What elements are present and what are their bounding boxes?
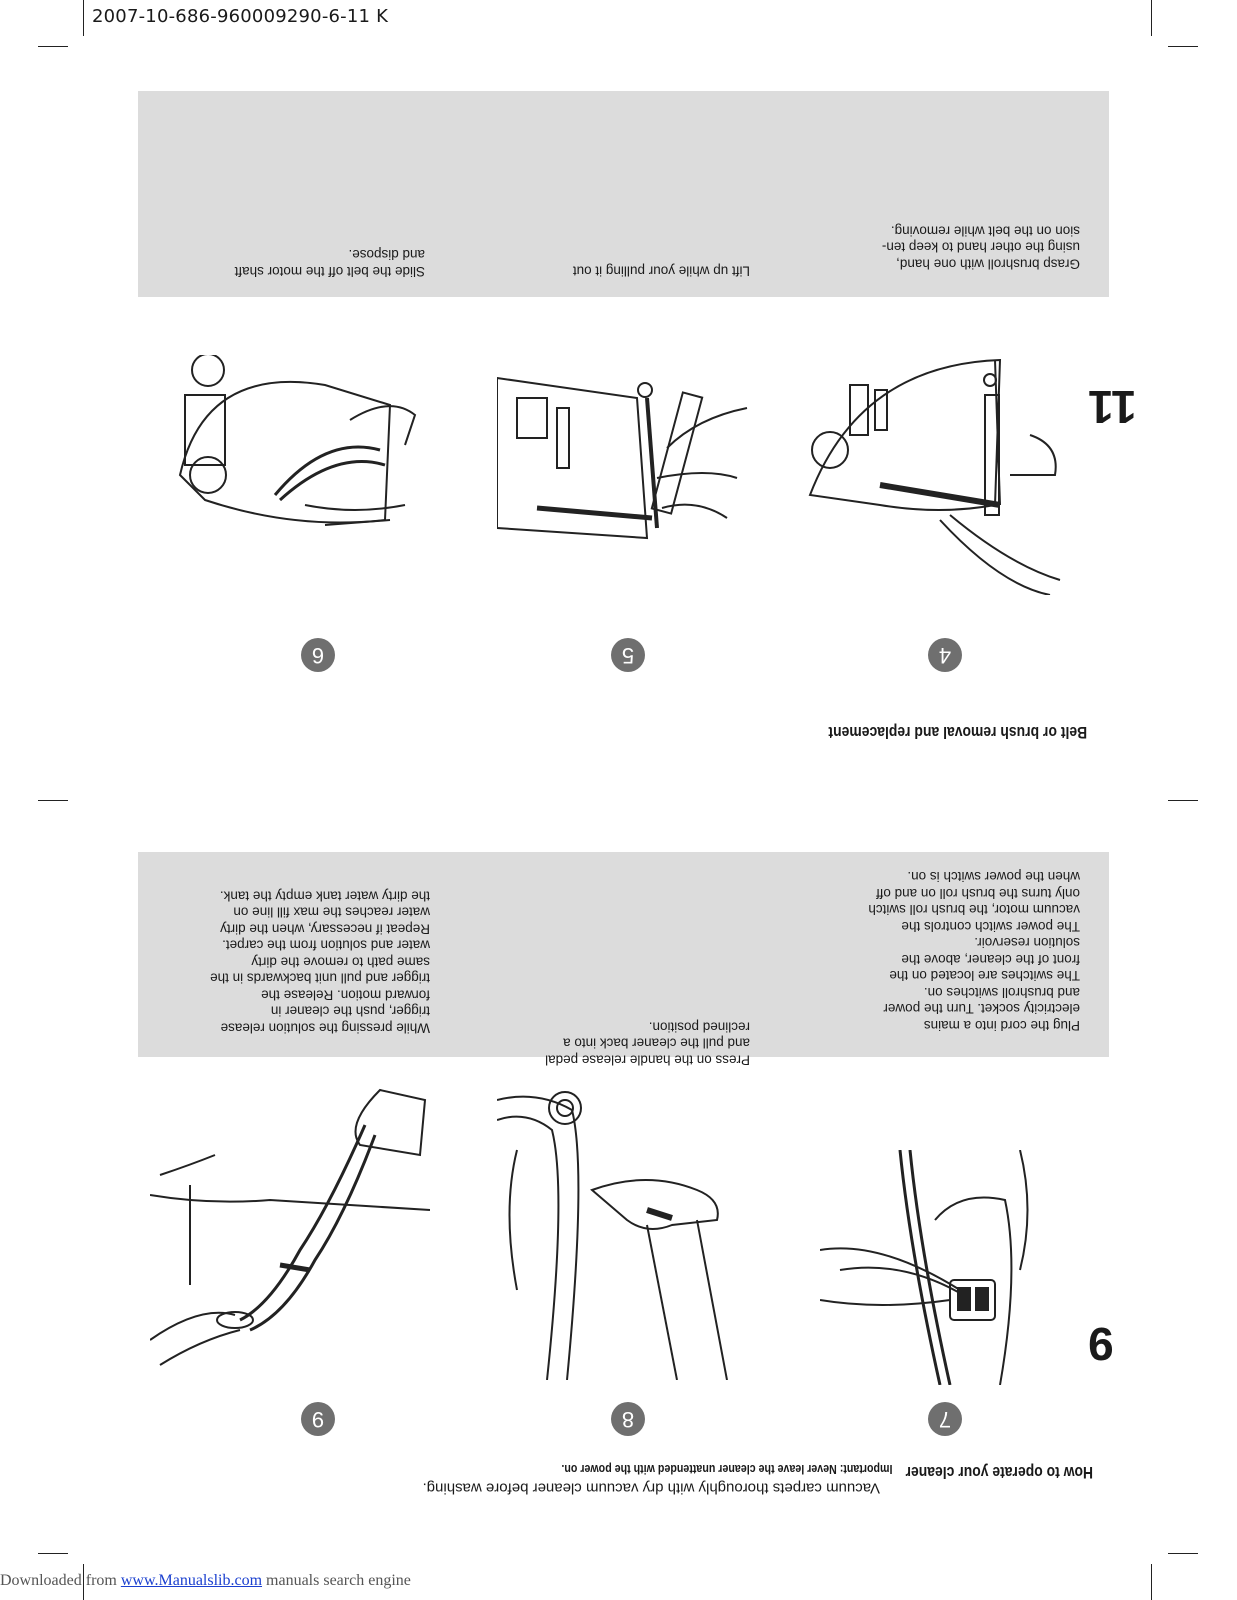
step-number-5: 5 [611, 638, 645, 672]
page-number-11: 11 [1088, 381, 1137, 433]
section-heading-belt: Belt or brush removal and replacement [828, 723, 1088, 742]
section-heading-operate: How to operate your cleaner [905, 1463, 1094, 1482]
document-code: 2007-10-686-960009290-6-11 K [92, 6, 389, 27]
important-note: Important: Never leave the cleaner unatt… [561, 1462, 893, 1477]
crop-mark [1151, 1564, 1152, 1600]
crop-mark [83, 1564, 84, 1600]
step-number-4: 4 [928, 638, 962, 672]
illustration-step-6 [175, 355, 425, 540]
illustration-step-7 [820, 1150, 1060, 1385]
illustration-step-9 [150, 1085, 430, 1385]
caption-panel-operate [138, 852, 1109, 1057]
step-5-caption: Lift up while your pulling it out [572, 263, 750, 279]
crop-mark [83, 0, 84, 36]
step-number-9: 9 [301, 1402, 335, 1436]
crop-mark [38, 1553, 68, 1554]
illustration-step-4 [800, 355, 1070, 595]
footer-prefix: Downloaded from [0, 1572, 121, 1589]
crop-mark [1168, 1553, 1198, 1554]
step-number-6: 6 [301, 638, 335, 672]
step-7-caption: Plug the cord into a mains electricity s… [868, 869, 1080, 1034]
crop-mark [38, 800, 68, 801]
step-number-7: 7 [928, 1402, 962, 1436]
crop-mark [38, 46, 68, 47]
caption-panel-belt [138, 91, 1109, 297]
step-4-caption: Grasp brushroll with one hand, using the… [881, 223, 1080, 272]
illustration-step-5 [497, 358, 752, 558]
step-8-caption: Press on the handle release pedal and pu… [545, 1019, 750, 1068]
manualslib-link[interactable]: www.Manualslib.com [120, 1572, 263, 1589]
step-number-8: 8 [611, 1402, 645, 1436]
download-footer: Downloaded from www.Manualslib.com manua… [0, 1572, 411, 1590]
vacuum-note: Vacuum carpets thoroughly with dry vacuu… [422, 1479, 880, 1497]
step-9-caption: While pressing the solution release trig… [210, 888, 430, 1036]
footer-suffix: manuals search engine [262, 1572, 411, 1589]
illustration-step-8 [497, 1090, 752, 1380]
crop-mark [1168, 46, 1198, 47]
crop-mark [1151, 0, 1152, 36]
step-6-caption: Slide the belt off the motor shaft and d… [234, 247, 425, 280]
page-number-9: 9 [1088, 1318, 1114, 1370]
crop-mark [1168, 800, 1198, 801]
